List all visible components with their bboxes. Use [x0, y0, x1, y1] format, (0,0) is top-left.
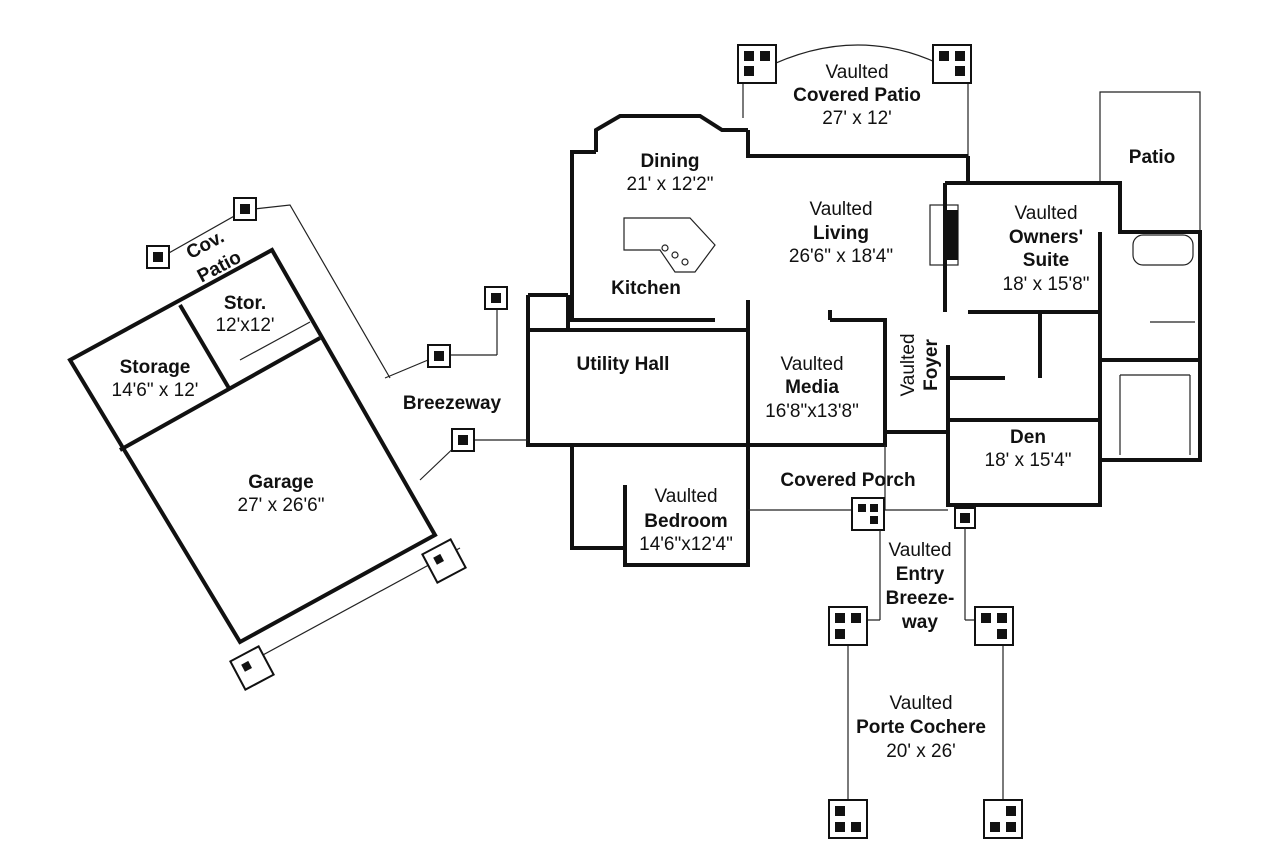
column-porte-cochere-tr [974, 606, 1014, 646]
kitchen-name: Kitchen [611, 278, 681, 299]
column-porch-right [954, 507, 976, 529]
column-covered-patio-left [737, 44, 777, 84]
covered-patio-qualifier: Vaulted [825, 62, 888, 83]
cov-patio-outline [159, 204, 391, 379]
porte-cochere-name: Porte Cochere [856, 717, 986, 738]
column-garage-front-right [421, 538, 467, 584]
living-qualifier: Vaulted [809, 199, 872, 220]
bedroom-qualifier: Vaulted [654, 486, 717, 507]
label-porte-cochere: Vaulted Porte Cochere 20' x 26' [856, 693, 986, 762]
media-qualifier: Vaulted [780, 354, 843, 375]
column-covered-patio-right [932, 44, 972, 84]
storage-name: Storage [120, 357, 191, 378]
covered-porch-name: Covered Porch [780, 470, 915, 491]
label-patio: Patio [1129, 147, 1175, 168]
living-size: 26'6" x 18'4" [789, 246, 893, 267]
storage-size: 14'6" x 12' [112, 380, 199, 401]
column-cov-patio-left [146, 245, 170, 269]
column-breezeway-bottom [451, 428, 475, 452]
label-utility-hall: Utility Hall [577, 354, 670, 375]
label-media: Vaulted Media 16'8"x13'8" [765, 354, 859, 422]
column-breezeway-mid [427, 344, 451, 368]
column-porch-left [851, 497, 885, 531]
entry-breezeway-line2: Breeze- [886, 588, 955, 609]
owners-suite-size: 18' x 15'8" [1003, 274, 1090, 295]
label-storage: Storage 14'6" x 12' [112, 357, 199, 401]
label-foyer: Vaulted Foyer [898, 333, 942, 396]
owners-suite-qualifier: Vaulted [1014, 203, 1077, 224]
garage-wing-walls [67, 247, 438, 645]
label-garage: Garage 27' x 26'6" [238, 472, 325, 516]
stor-size: 12'x12' [215, 315, 274, 336]
label-living: Vaulted Living 26'6" x 18'4" [789, 199, 893, 267]
label-dining: Dining 21' x 12'2" [627, 151, 714, 195]
column-garage-front-left [229, 645, 275, 691]
patio-name: Patio [1129, 147, 1175, 168]
garage-name: Garage [248, 472, 313, 493]
main-house-walls [526, 114, 1202, 567]
den-size: 18' x 15'4" [985, 450, 1072, 471]
label-owners-suite: Vaulted Owners' Suite 18' x 15'8" [1003, 203, 1090, 295]
entry-breezeway-line1: Entry [896, 564, 945, 585]
dining-name: Dining [640, 151, 699, 172]
bedroom-name: Bedroom [644, 511, 727, 532]
label-covered-porch: Covered Porch [780, 470, 915, 491]
porte-cochere-size: 20' x 26' [886, 741, 956, 762]
media-size: 16'8"x13'8" [765, 401, 859, 422]
label-den: Den 18' x 15'4" [985, 427, 1072, 471]
foyer-name: Foyer [921, 339, 942, 391]
kitchen-island [623, 217, 716, 273]
label-kitchen: Kitchen [611, 278, 681, 299]
column-cov-patio-right [233, 197, 257, 221]
living-name: Living [813, 223, 869, 244]
den-name: Den [1010, 427, 1046, 448]
utility-hall-name: Utility Hall [577, 354, 670, 375]
entry-breezeway-line3: way [901, 612, 938, 633]
owners-suite-name-line1: Owners' [1009, 227, 1083, 248]
media-name: Media [785, 377, 839, 398]
column-porte-cochere-tl [828, 606, 868, 646]
label-covered-patio: Vaulted Covered Patio 27' x 12' [793, 62, 921, 129]
label-breezeway: Breezeway [403, 393, 502, 414]
owners-suite-name-line2: Suite [1023, 250, 1069, 271]
covered-patio-name: Covered Patio [793, 85, 921, 106]
covered-patio-size: 27' x 12' [822, 108, 892, 129]
stor-name: Stor. [224, 293, 266, 314]
column-porte-cochere-bl [828, 799, 868, 839]
foyer-qualifier: Vaulted [898, 333, 919, 396]
label-stor: Stor. 12'x12' [215, 293, 274, 336]
porte-cochere-qualifier: Vaulted [889, 693, 952, 714]
label-bedroom: Vaulted Bedroom 14'6"x12'4" [639, 486, 733, 555]
column-breezeway-top [484, 286, 508, 310]
entry-breezeway-qualifier: Vaulted [888, 540, 951, 561]
label-entry-breezeway: Vaulted Entry Breeze- way [886, 540, 955, 633]
column-porte-cochere-br [983, 799, 1023, 839]
dining-size: 21' x 12'2" [627, 174, 714, 195]
breezeway-name: Breezeway [403, 393, 502, 414]
garage-size: 27' x 26'6" [238, 495, 325, 516]
entry-breezeway-outline [879, 528, 966, 620]
bedroom-size: 14'6"x12'4" [639, 534, 733, 555]
label-cov-patio: Cov. Patio [183, 227, 245, 288]
